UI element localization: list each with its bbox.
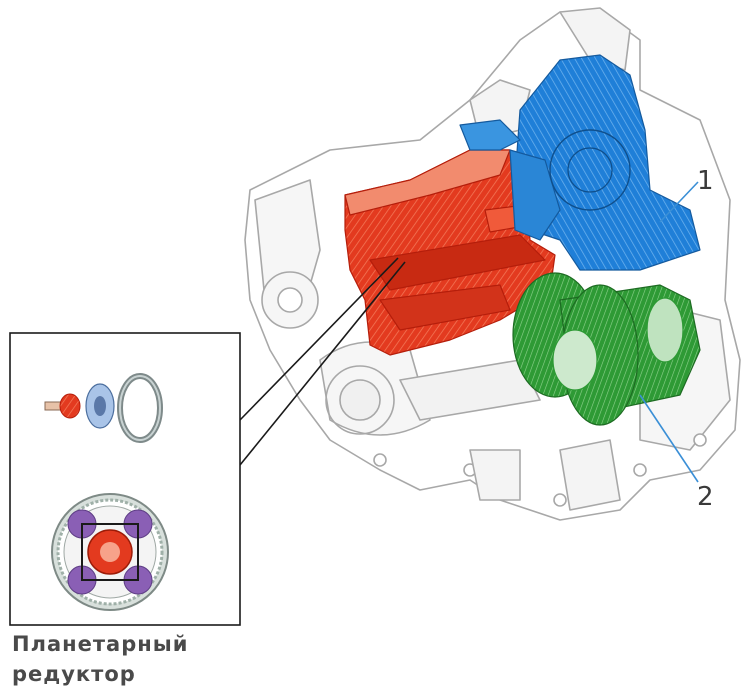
torque-converter-blue (459, 54, 701, 271)
caption-line-2: редуктор (12, 662, 136, 686)
callout-number-1: 1 (697, 166, 714, 196)
callout-leaders (659, 181, 699, 223)
differential-green (512, 272, 701, 426)
planetary-exploded-icon (44, 373, 163, 443)
planetary-gear-set-icon (51, 493, 169, 611)
callout-leader-2 (639, 394, 699, 483)
caption-line-1: Планетарный (12, 632, 189, 656)
callout-number-2: 2 (697, 482, 714, 512)
inset-connector-lines (239, 257, 406, 466)
